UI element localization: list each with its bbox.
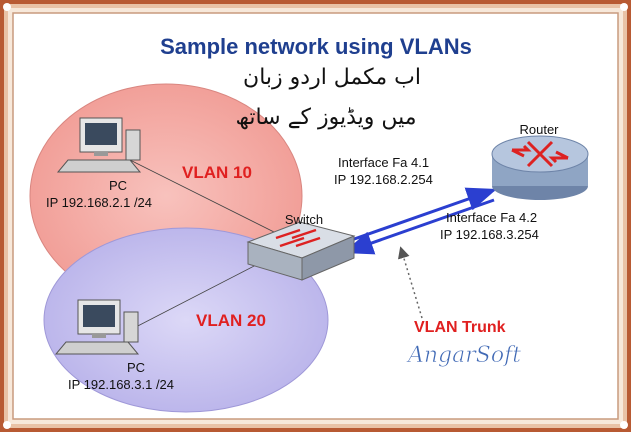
switch-label: Switch — [285, 212, 323, 227]
vlan20-pc-ip: IP 192.168.3.1 /24 — [68, 377, 174, 392]
router-label: Router — [519, 122, 559, 137]
pc2-switch-link — [129, 261, 263, 331]
vlan20-pc-label: PC — [127, 360, 145, 375]
vlan10-label: VLAN 10 — [182, 163, 252, 182]
vlan-trunk-label: VLAN Trunk — [414, 319, 506, 336]
interface-fa42-ip: IP 192.168.3.254 — [440, 227, 539, 242]
vlan10-pc-label: PC — [109, 178, 127, 193]
trunk-link-inner — [343, 198, 495, 255]
vlan20-label: VLAN 20 — [196, 311, 266, 330]
urdu-line-1: اب مکمل اردو زبان — [243, 65, 421, 90]
interface-fa41-name: Interface Fa 4.1 — [338, 155, 429, 170]
pc-icon — [56, 117, 142, 173]
interface-fa42-name: Interface Fa 4.2 — [446, 210, 537, 225]
router-icon — [491, 135, 589, 200]
diagram-title: Sample network using VLANs — [160, 34, 472, 59]
urdu-line-2: میں ویڈیوز کے ساتھ — [235, 105, 416, 130]
pc1-switch-link — [129, 159, 291, 241]
interface-fa41-ip: IP 192.168.2.254 — [334, 172, 433, 187]
angarsoft-watermark: AngarSoft — [406, 343, 521, 368]
vlan10-pc-ip: IP 192.168.2.1 /24 — [46, 195, 152, 210]
switch-icon — [246, 221, 356, 281]
trunk-pointer-arrow — [397, 246, 423, 319]
pc-icon — [54, 299, 140, 355]
vlan20-zone — [43, 227, 329, 413]
